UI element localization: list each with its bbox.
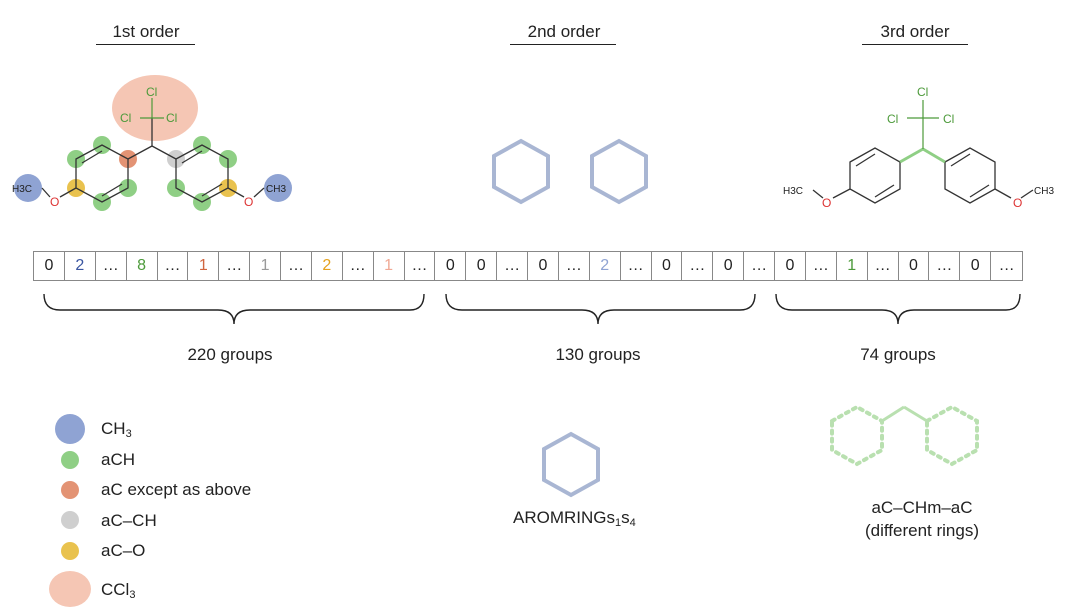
legend-ccl3-label: CCl3: [101, 580, 136, 601]
h3c-label: H3C: [783, 186, 803, 197]
header-second-underline: [510, 44, 616, 45]
cl-right-label: Cl: [166, 111, 177, 125]
vector-cell: …: [158, 252, 189, 280]
oxygen-label-left: O: [822, 196, 831, 210]
ac-chm-ac-rings: [830, 404, 979, 467]
vector-cell: …: [806, 252, 837, 280]
legend-ach-label: aCH: [101, 450, 136, 469]
brace-second-order: [445, 293, 756, 325]
third-order-example-label: aC–CHm–aC (different rings): [830, 496, 1014, 542]
vector-cell: 1: [188, 252, 220, 280]
third-order-molecule: Cl Cl Cl H3C O O CH3: [783, 85, 1054, 210]
ch3-dot-right: [264, 174, 292, 202]
cl-left-label: Cl: [120, 111, 131, 125]
vector-cell: …: [343, 252, 374, 280]
vector-cell: 0: [899, 252, 930, 280]
vector-cell: 2: [590, 252, 621, 280]
header-first-order: 1st order: [112, 22, 180, 41]
vector-cell: 0: [466, 252, 498, 280]
vector-cell: 8: [127, 252, 158, 280]
header-third-order: 3rd order: [880, 22, 950, 41]
vector-cell: …: [559, 252, 590, 280]
cl-left-label: Cl: [887, 112, 898, 126]
vector-cell: 0: [528, 252, 559, 280]
first-order-count: 220 groups: [187, 345, 273, 364]
legend-ccl3-swatch: [49, 571, 91, 607]
header-second-order: 2nd order: [527, 22, 601, 41]
legend-ch3-label: CH3: [101, 419, 132, 440]
oxygen-label-left: O: [50, 195, 59, 209]
vector-cell: 0: [713, 252, 745, 280]
vector-cell: 0: [960, 252, 992, 280]
first-order-molecule: Cl Cl Cl H3C O O CH3: [12, 75, 292, 211]
ccl3-highlight: [112, 75, 198, 141]
third-order-example-line2: (different rings): [864, 521, 979, 540]
brace-first-order: [43, 293, 425, 325]
vector-cell: …: [998, 257, 1015, 274]
legend-swatches: [49, 414, 91, 607]
brace-third-order: [775, 293, 1021, 325]
group-braces: [43, 293, 1021, 325]
legend-ac-ch-swatch: [61, 511, 79, 529]
aromatic-ring-hexagon: [492, 138, 550, 205]
second-order-hexagons: [492, 138, 648, 205]
third-order-example-line1: aC–CHm–aC: [871, 498, 973, 517]
vector-cell: …: [96, 252, 127, 280]
legend-ach-swatch: [61, 451, 79, 469]
header-first-underline: [96, 44, 195, 45]
vector-cell: 1: [374, 252, 405, 280]
vector-cell: 1: [837, 252, 868, 280]
legend-ac-o-label: aC–O: [101, 541, 146, 560]
vector-cell: …: [497, 252, 528, 280]
third-order-count: 74 groups: [860, 345, 936, 364]
vector-cell: 0: [435, 252, 467, 280]
header-third-underline: [862, 44, 968, 45]
legend-ac-except-swatch: [61, 481, 79, 499]
legend-ch3-swatch: [55, 414, 85, 444]
vector-cell: 1: [250, 252, 281, 280]
vector-cell: 2: [312, 252, 343, 280]
ch3-dot-left: [14, 174, 42, 202]
vector-cell: …: [405, 252, 436, 280]
cl-right-label: Cl: [943, 112, 954, 126]
cl-top-label: Cl: [146, 85, 157, 99]
vector-cell: 0: [34, 252, 65, 280]
oxygen-label-right: O: [244, 195, 253, 209]
ch3-label: CH3: [1034, 186, 1054, 197]
vector-cell: …: [929, 252, 961, 280]
aromrings-label: AROMRINGs1s4: [513, 508, 636, 529]
legend-ac-except-label: aC except as above: [101, 480, 252, 499]
cl-top-label: Cl: [917, 85, 928, 99]
vector-cell: …: [219, 252, 251, 280]
aromatic-ring-hexagon: [590, 138, 648, 205]
vector-cell: …: [682, 252, 714, 280]
vector-cell: 0: [652, 252, 683, 280]
second-order-count: 130 groups: [555, 345, 641, 364]
vector-cell: …: [868, 252, 899, 280]
vector-cell: …: [621, 252, 652, 280]
legend-ac-ch-label: aC–CH: [101, 511, 157, 530]
vector-cell: …: [744, 252, 775, 280]
ch3-label: CH3: [266, 184, 286, 195]
h3c-label: H3C: [12, 184, 32, 195]
vector-cell: 0: [775, 252, 806, 280]
legend-ac-o-swatch: [61, 542, 79, 560]
aromrings-hexagon: [542, 431, 600, 498]
vector-cell: 2: [65, 252, 96, 280]
oxygen-label-right: O: [1013, 196, 1022, 210]
vector-cell: …: [281, 252, 312, 280]
